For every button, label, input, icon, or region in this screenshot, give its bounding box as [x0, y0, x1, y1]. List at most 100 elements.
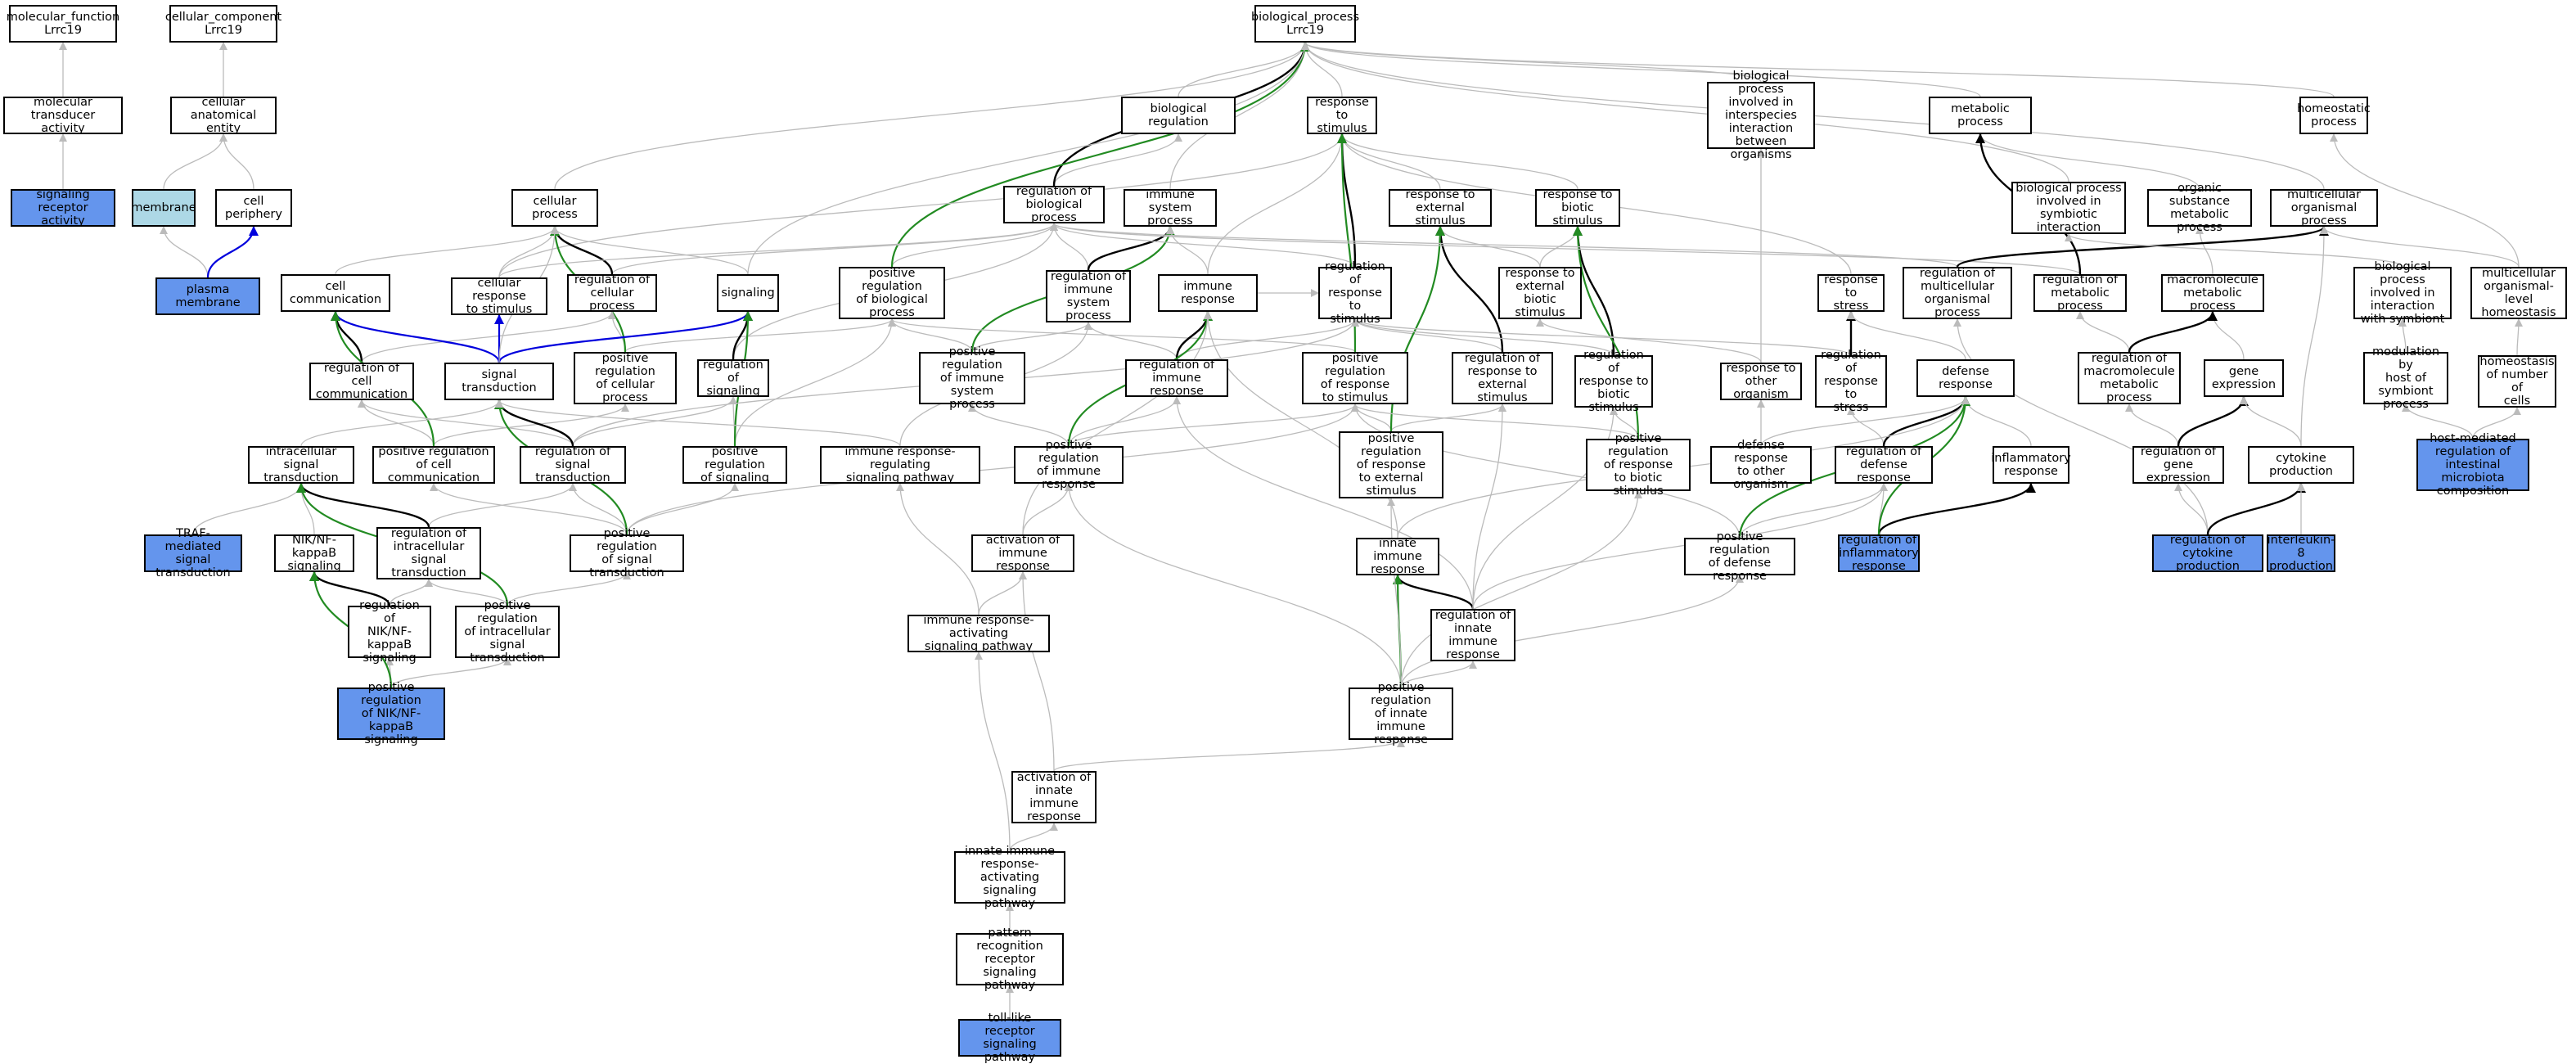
go-term-pm[interactable]: plasma membrane [155, 277, 260, 315]
go-term-regrts[interactable]: regulation of response to stimulus [1318, 260, 1392, 326]
go-term-posregdef[interactable]: positive regulation of defense response [1684, 530, 1795, 583]
go-term-mta[interactable]: molecular transducer activity [3, 96, 123, 135]
go-term-homeo[interactable]: homeostatic process [2297, 97, 2371, 134]
go-term-cae[interactable]: cellular anatomical entity [170, 96, 277, 135]
go-term-rtbs[interactable]: response to biotic stimulus [1535, 188, 1620, 228]
go-term-bp[interactable]: biological_process Lrrc19 [1251, 5, 1359, 43]
go-term-regmacro[interactable]: regulation of macromolecule metabolic pr… [2078, 352, 2181, 404]
edge-regmop-is_a-regbp [1050, 223, 1958, 268]
go-term-reggeneexp[interactable]: regulation of gene expression [2132, 445, 2224, 485]
go-term-bpinter[interactable]: biological process involved in interspec… [1707, 70, 1815, 161]
go-term-cellproc[interactable]: cellular process [511, 189, 598, 227]
go-term-regist[interactable]: regulation of intracellular signal trans… [376, 527, 481, 579]
go-term-posregimresp[interactable]: positive regulation of immune response [1014, 439, 1124, 491]
go-term-rtstress[interactable]: response to stress [1817, 273, 1885, 313]
go-term-nik[interactable]: NIK/NF-kappaB signaling [274, 534, 354, 573]
go-term-hostmed[interactable]: host-mediated regulation of intestinal m… [2416, 432, 2529, 498]
go-term-regdef[interactable]: regulation of defense response [1835, 445, 1933, 485]
edge-regcp-is_a-regbp [611, 223, 1058, 275]
go-term-posregcp[interactable]: positive regulation of cellular process [574, 352, 677, 404]
edge-metab-is_a-bp [1301, 42, 1981, 97]
go-term-actimresp[interactable]: activation of immune response [971, 534, 1074, 573]
go-term-posregist[interactable]: positive regulation of intracellular sig… [455, 599, 560, 665]
go-term-inflam[interactable]: inflammatory response [1991, 446, 2071, 484]
go-term-regsig[interactable]: regulation of signaling [697, 358, 769, 398]
go-term-rtebs[interactable]: response to external biotic stimulus [1498, 267, 1582, 319]
go-term-posreginnate[interactable]: positive regulation of innate immune res… [1349, 681, 1453, 746]
go-term-regcyt[interactable]: regulation of cytokine production [2152, 534, 2263, 573]
edge-regimresp-regulates-immresp [1175, 311, 1213, 360]
go-term-osmp[interactable]: organic substance metabolic process [2147, 182, 2252, 234]
go-term-immresp[interactable]: immune response [1158, 274, 1258, 312]
edge-regcc-is_a-regcp [361, 311, 616, 363]
edge-regmacro-regulates-macro [2128, 311, 2218, 353]
go-term-irasp2[interactable]: innate immune response-activating signal… [954, 845, 1065, 910]
go-term-mop[interactable]: multicellular organismal process [2270, 188, 2378, 228]
go-term-traf[interactable]: TRAF-mediated signal transduction [144, 527, 242, 579]
go-term-membrane[interactable]: membrane [131, 189, 196, 227]
go-term-posregrtbs[interactable]: positive regulation of response to bioti… [1586, 432, 1691, 498]
go-term-innate[interactable]: innate immune response [1356, 537, 1439, 576]
go-term-homcells[interactable]: homeostasis of number of cells [2478, 355, 2556, 408]
edge-posregnik-is_a-posregist [390, 657, 511, 688]
go-term-posregims[interactable]: positive regulation of immune system pro… [919, 345, 1025, 411]
go-term-rtoo[interactable]: response to other organism [1720, 362, 1802, 401]
go-term-regbp[interactable]: regulation of biological process [1003, 185, 1105, 224]
go-term-regcc[interactable]: regulation of cell communication [309, 362, 414, 401]
go-term-defresp[interactable]: defense response [1916, 359, 2015, 397]
go-term-posregbp[interactable]: positive regulation of biological proces… [839, 267, 945, 319]
go-term-drtoo[interactable]: defense response to other organism [1710, 439, 1812, 491]
go-term-biolreg[interactable]: biological regulation [1121, 97, 1236, 134]
go-term-cellcomm[interactable]: cell communication [281, 274, 390, 312]
edge-regrtstress-is_a-regrts [1351, 318, 1852, 356]
go-term-cc[interactable]: cellular_component Lrrc19 [165, 5, 281, 43]
go-term-modhost[interactable]: modulation by host of symbiont process [2363, 345, 2448, 411]
go-term-sigtrans[interactable]: signal transduction [444, 363, 554, 400]
go-term-regrtes[interactable]: regulation of response to external stimu… [1452, 352, 1553, 404]
go-term-regcp[interactable]: regulation of cellular process [567, 273, 657, 313]
go-term-regimresp[interactable]: regulation of immune response [1125, 358, 1228, 398]
go-term-reginflam[interactable]: regulation of inflammatory response [1838, 534, 1920, 573]
go-term-imsys[interactable]: immune system process [1124, 188, 1217, 228]
go-term-bpsymb[interactable]: biological process involved in symbiotic… [2011, 182, 2126, 234]
edge-homeo-is_a-bp [1301, 42, 2335, 97]
go-term-periph[interactable]: cell periphery [215, 189, 292, 227]
go-term-regmetab[interactable]: regulation of metabolic process [2033, 273, 2127, 313]
go-term-geneexp[interactable]: gene expression [2204, 359, 2284, 397]
go-term-regst[interactable]: regulation of signal transduction [520, 445, 626, 485]
go-term-regnik[interactable]: regulation of NIK/NF-kappaB signaling [348, 599, 431, 665]
go-term-ist[interactable]: intracellular signal transduction [248, 445, 354, 485]
go-term-reginnate[interactable]: regulation of innate immune response [1430, 609, 1515, 661]
go-term-posregcc[interactable]: positive regulation of cell communicatio… [372, 445, 495, 485]
edge-geneexp-is_a-macro [2209, 311, 2245, 360]
go-term-posregnik[interactable]: positive regulation of NIK/NF-kappaB sig… [337, 681, 445, 746]
go-term-actinnate[interactable]: activation of innate immune response [1011, 771, 1097, 823]
go-term-posregst[interactable]: positive regulation of signal transducti… [570, 527, 684, 579]
go-term-irasp[interactable]: immune response-activating signaling pat… [907, 614, 1050, 653]
go-term-regimsys[interactable]: regulation of immune system process [1046, 270, 1131, 322]
go-term-rtes[interactable]: response to external stimulus [1389, 188, 1492, 228]
go-term-regrtstress[interactable]: regulation of response to stress [1815, 349, 1887, 414]
go-term-cytprod[interactable]: cytokine production [2248, 446, 2354, 484]
go-term-bpsymb2[interactable]: biological process involved in interacti… [2353, 260, 2452, 326]
go-term-macro[interactable]: macromolecule metabolic process [2161, 273, 2264, 313]
go-term-il8[interactable]: interleukin-8 production [2267, 534, 2335, 573]
go-term-mlh[interactable]: multicellular organismal-level homeostas… [2470, 267, 2567, 319]
go-term-irrsp[interactable]: immune response-regulating signaling pat… [820, 445, 980, 485]
go-term-rts[interactable]: response to stimulus [1307, 96, 1377, 135]
go-term-prrsp[interactable]: pattern recognition receptor signaling p… [956, 926, 1064, 992]
go-term-posregrts[interactable]: positive regulation of response to stimu… [1302, 352, 1408, 404]
go-term-metab[interactable]: metabolic process [1929, 97, 2032, 134]
edge-pm-is_a-membrane [160, 226, 209, 278]
edge-hostmed-is_a-homcells [2472, 407, 2521, 440]
go-term-posregrtes[interactable]: positive regulation of response to exter… [1339, 431, 1443, 498]
go-term-mf[interactable]: molecular_function Lrrc19 [7, 5, 119, 43]
go-term-posregsig[interactable]: positive regulation of signaling [682, 445, 787, 485]
go-term-crts[interactable]: cellular response to stimulus [451, 277, 547, 316]
go-term-regmop[interactable]: regulation of multicellular organismal p… [1903, 267, 2012, 319]
go-term-regrtbs[interactable]: regulation of response to biotic stimulu… [1574, 349, 1653, 414]
go-term-sra[interactable]: signaling receptor activity [11, 188, 115, 228]
edge-posregcc-is_a-posregcp [433, 404, 629, 447]
go-term-tlr[interactable]: toll-like receptor signaling pathway [958, 1012, 1061, 1064]
go-term-signaling[interactable]: signaling [717, 274, 779, 312]
